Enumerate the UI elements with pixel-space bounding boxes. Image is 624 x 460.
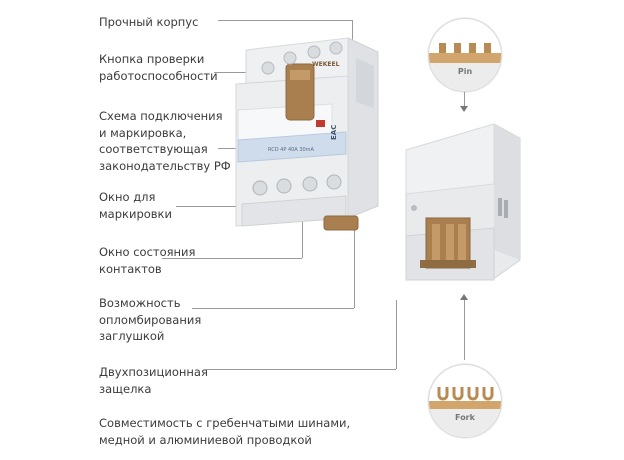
feature-line: и маркировка, — [99, 125, 187, 140]
terminal-screw-top — [283, 51, 297, 65]
feature-durable-housing: Прочный корпус — [99, 14, 198, 31]
leader-line — [352, 20, 353, 42]
device-back-top — [405, 123, 495, 195]
fork-label: Fork — [455, 413, 475, 422]
terminal-screw-top — [261, 61, 275, 75]
feature-line: Возможность — [99, 296, 181, 310]
leader-line — [218, 20, 352, 21]
marking-window — [237, 131, 347, 163]
latch-base — [420, 260, 476, 268]
feature-line: Окно для — [99, 190, 156, 204]
pin-label: Pin — [457, 67, 473, 76]
feature-line: работоспособности — [99, 68, 218, 83]
feature-wiring-diagram: Схема подключения и маркировка, соответс… — [99, 108, 231, 174]
latch-detail — [432, 224, 440, 262]
feature-line: Кнопка проверки — [99, 52, 205, 66]
feature-sealing: Возможность опломбирования заглушкой — [99, 295, 201, 345]
feature-line: медной и алюминиевой проводкой — [99, 432, 312, 447]
rcd-device-back — [405, 123, 521, 281]
feature-line: опломбирования — [99, 312, 202, 327]
feature-line: Схема подключения — [99, 109, 223, 123]
pin-busbar-callout: Pin — [428, 18, 502, 92]
pin-busbar-icon — [429, 43, 501, 91]
leader-line — [204, 369, 396, 370]
test-button[interactable] — [316, 120, 325, 127]
feature-line: защелка — [99, 381, 152, 396]
side-vent — [504, 200, 508, 218]
terminal-screw-bottom — [302, 176, 318, 192]
rcd-device-front: RCD 4P 40A 30mA WEKEEL EAC — [235, 37, 379, 231]
feature-line: соответствующая — [99, 142, 208, 156]
feature-latch: Двухпозиционная защелка — [99, 364, 208, 397]
brand-logo: WEKEEL — [312, 61, 340, 68]
terminal-screw-top — [307, 45, 321, 59]
latch-detail — [458, 224, 466, 262]
arrow-up-icon — [460, 294, 468, 300]
feature-contact-window: Окно состояния контактов — [99, 244, 195, 277]
feature-test-button: Кнопка проверки работоспособности — [99, 51, 218, 84]
fork-busbar-icon — [429, 387, 501, 437]
leader-line — [396, 300, 397, 369]
leader-line — [302, 200, 303, 258]
din-latch — [323, 215, 359, 231]
feature-line: заглушкой — [99, 329, 165, 343]
feature-line: Совместимость с гребенчатыми шинами, — [99, 416, 351, 430]
leader-line — [162, 258, 302, 259]
latch-detail — [446, 224, 454, 262]
terminal-screw-bottom — [326, 174, 342, 190]
callout-pointer — [464, 300, 465, 360]
feature-line: Прочный корпус — [99, 15, 199, 29]
callout-pointer — [464, 92, 465, 110]
arrow-down-icon — [460, 106, 468, 112]
feature-line: маркировки — [99, 206, 172, 221]
feature-line: контактов — [99, 261, 162, 276]
eac-marking: EAC — [330, 125, 338, 140]
leader-line — [218, 148, 244, 149]
lever-grip — [290, 70, 310, 80]
feature-line: Окно состояния — [99, 245, 196, 259]
leader-line — [354, 222, 355, 308]
terminal-screw-top — [329, 41, 343, 55]
device-back-side — [494, 124, 520, 260]
feature-marking-window: Окно для маркировки — [99, 189, 172, 222]
side-vent — [498, 198, 502, 216]
mount-hole — [411, 205, 417, 211]
leader-line — [176, 206, 244, 207]
device-side-rail — [356, 58, 374, 108]
feature-line: Двухпозиционная — [99, 365, 208, 379]
terminal-screw-bottom — [276, 178, 292, 194]
feature-compatibility: Совместимость с гребенчатыми шинами, мед… — [99, 415, 350, 448]
feature-line: законодательству РФ — [99, 158, 231, 173]
terminal-screw-bottom — [252, 180, 268, 196]
fork-busbar-callout: Fork — [428, 364, 502, 438]
model-text: RCD 4P 40A 30mA — [268, 147, 315, 153]
leader-line — [192, 308, 354, 309]
